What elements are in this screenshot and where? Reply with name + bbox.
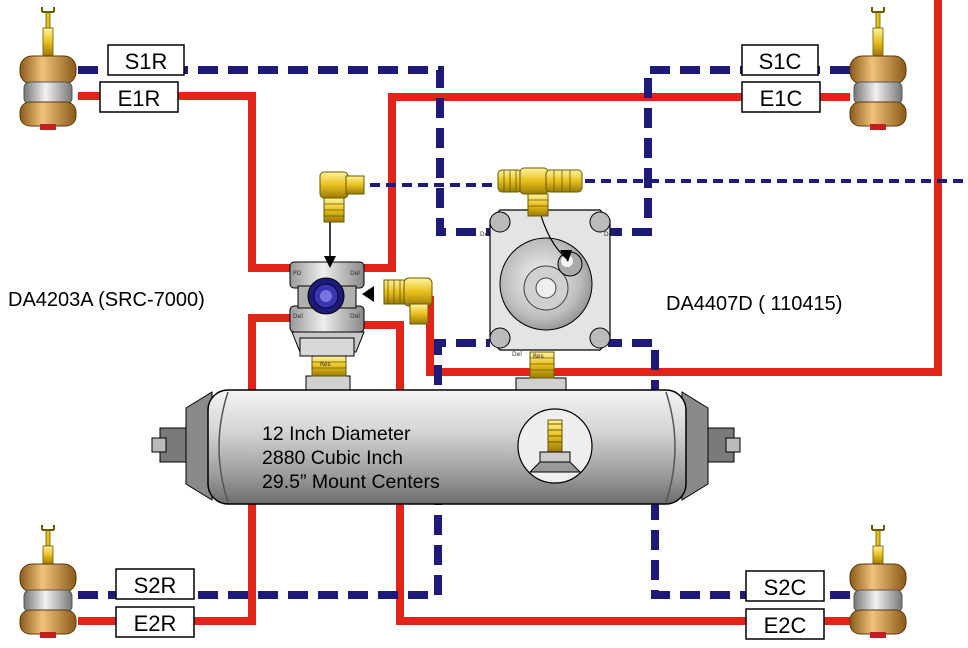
svg-text:Del: Del	[512, 351, 522, 358]
svg-text:PD: PD	[293, 270, 302, 277]
svg-text:Res: Res	[320, 361, 331, 368]
svg-text:Del: Del	[350, 313, 360, 320]
air-bag-front-left	[19, 7, 77, 130]
air-tank	[151, 375, 741, 505]
label-e1r: E1R	[118, 86, 161, 111]
label-s1c: S1C	[759, 49, 802, 74]
valve-left-model-label: DA4203A (SRC-7000)	[8, 289, 205, 311]
label-e1c: E1C	[760, 86, 803, 111]
tank-volume-label: 2880 Cubic Inch	[262, 447, 403, 469]
valve-da4203a: PD Del Del Del Res	[289, 195, 374, 377]
elbow-fitting-left-side	[383, 277, 433, 325]
label-s2r: S2R	[134, 573, 177, 598]
e1c-line	[360, 93, 850, 272]
label-e2c: E2C	[764, 613, 807, 638]
e1r-line	[78, 92, 300, 272]
s1r-line	[78, 66, 496, 236]
tank-mount-label: 29.5” Mount Centers	[262, 471, 440, 493]
air-bag-rear-right	[849, 525, 907, 638]
tank-diameter-label: 12 Inch Diameter	[262, 423, 411, 445]
svg-text:Del: Del	[350, 270, 360, 277]
line-label-boxes	[99, 44, 825, 640]
valve-right-model-label: DA4407D ( 110415)	[666, 293, 842, 315]
supply-lines	[78, 66, 850, 599]
valve-da4407d: Res Del Del Del	[480, 195, 614, 379]
label-s2c: S2C	[764, 575, 807, 600]
pilot-line	[370, 179, 968, 187]
elbow-fitting-left-top	[319, 171, 365, 223]
air-bag-rear-left	[19, 525, 77, 638]
tee-fitting-right	[497, 167, 583, 217]
svg-text:Del: Del	[604, 231, 614, 238]
label-e2r: E2R	[134, 611, 177, 636]
svg-text:Res: Res	[533, 353, 544, 360]
svg-text:Del: Del	[480, 231, 490, 238]
label-s1r: S1R	[125, 49, 168, 74]
svg-text:Del: Del	[293, 313, 303, 320]
air-bag-front-right	[849, 7, 907, 130]
